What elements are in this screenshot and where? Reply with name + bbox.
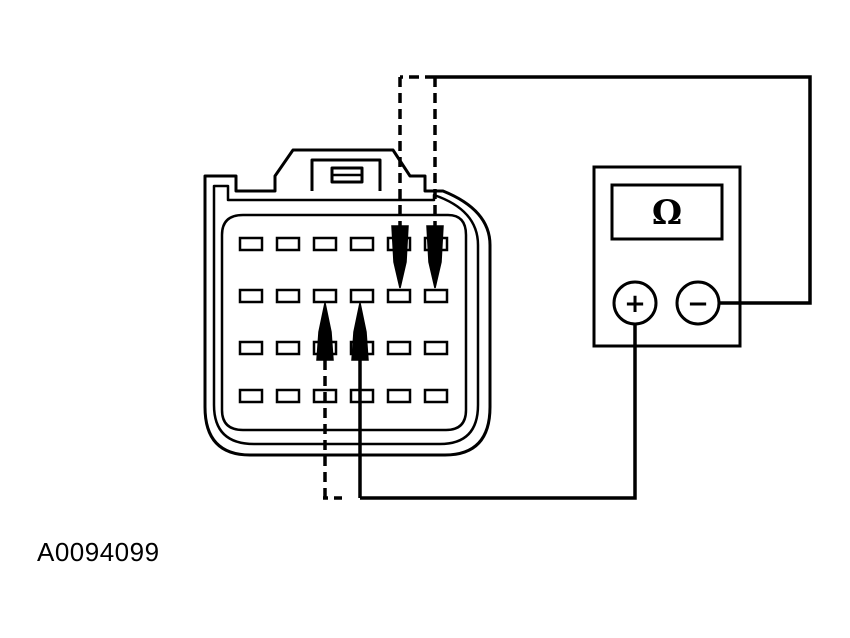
pin-r3-c1 bbox=[238, 340, 264, 356]
probe-tip-bottom-left bbox=[316, 302, 334, 361]
connector bbox=[203, 148, 492, 457]
pin-grid bbox=[238, 236, 449, 404]
pin-r2-c2 bbox=[275, 288, 301, 304]
figure-id-label: A0094099 bbox=[37, 537, 160, 567]
pin-r3-c5 bbox=[386, 340, 412, 356]
pin-r1-c3 bbox=[312, 236, 338, 252]
pin-r2-c6 bbox=[423, 288, 449, 304]
ohmmeter: Ω + − bbox=[592, 165, 742, 348]
pin-r2-c4 bbox=[349, 288, 375, 304]
probe-tips bbox=[316, 225, 444, 361]
pin-r1-c4 bbox=[349, 236, 375, 252]
pin-r1-c1 bbox=[238, 236, 264, 252]
probe-tip-bottom-right bbox=[351, 302, 369, 361]
ohmmeter-display bbox=[610, 183, 724, 241]
connector-outer-shell bbox=[203, 148, 492, 457]
connector-latch-lever bbox=[330, 166, 364, 184]
ohm-symbol: Ω bbox=[652, 193, 682, 233]
positive-lead-wire bbox=[360, 324, 637, 500]
pin-r2-c1 bbox=[238, 288, 264, 304]
probe-tip-top-right bbox=[426, 225, 444, 289]
pin-r2-c3 bbox=[312, 288, 338, 304]
probe-lines bbox=[323, 77, 437, 498]
pin-r2-c5 bbox=[386, 288, 412, 304]
pin-r4-c4 bbox=[349, 388, 375, 404]
pin-r3-c2 bbox=[275, 340, 301, 356]
pin-r4-c5 bbox=[386, 388, 412, 404]
negative-lead-wire bbox=[435, 75, 812, 305]
probe-tip-top-left bbox=[391, 225, 409, 289]
negative-terminal-symbol: − bbox=[687, 289, 709, 319]
connector-inner-cavity bbox=[220, 213, 468, 432]
positive-terminal-symbol: + bbox=[624, 289, 646, 319]
connector-middle-shell bbox=[212, 184, 480, 446]
pin-r4-c2 bbox=[275, 388, 301, 404]
pin-r4-c6 bbox=[423, 388, 449, 404]
pin-r1-c2 bbox=[275, 236, 301, 252]
pin-r3-c6 bbox=[423, 340, 449, 356]
pin-r4-c1 bbox=[238, 388, 264, 404]
connector-latch bbox=[310, 158, 382, 191]
